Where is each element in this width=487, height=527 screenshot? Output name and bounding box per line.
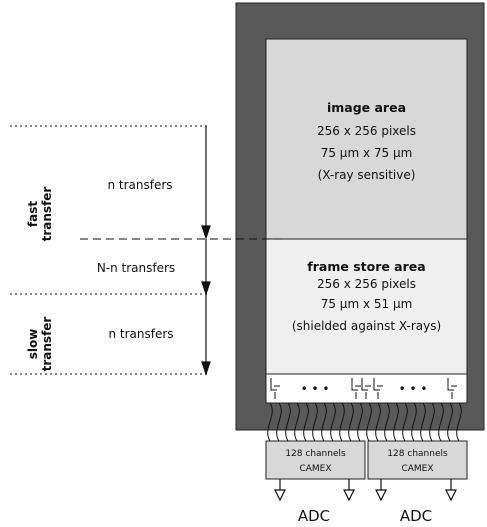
readout-node-icon — [361, 378, 371, 399]
transfer-label-top: n transfers — [107, 178, 172, 192]
image-area-title: image area — [327, 100, 406, 115]
adc-triangle-icon — [375, 489, 387, 502]
adc-triangle-icon — [274, 489, 286, 502]
bond-wire — [384, 402, 390, 442]
readout-register — [265, 373, 468, 404]
image-area — [265, 38, 468, 240]
fast-transfer-label: fast transfer — [26, 187, 54, 242]
bond-wire — [366, 402, 372, 442]
camex-right-name: CAMEX — [401, 464, 433, 474]
readout-node-icon — [447, 378, 457, 399]
bond-wire — [285, 402, 291, 442]
bond-wire — [420, 402, 426, 442]
readout-dots-right: • • • — [399, 382, 428, 396]
camex-box-left — [265, 440, 366, 480]
frame-store-pixels: 256 x 256 pixels — [317, 277, 416, 291]
bond-wire — [294, 402, 300, 442]
arrow-down-icon — [201, 281, 211, 296]
bond-wire — [357, 402, 363, 442]
readout-node-icon — [270, 378, 280, 399]
image-area-note: (X-ray sensitive) — [318, 168, 416, 182]
readout-amplifier-icons — [270, 378, 457, 399]
adc-label-left: ADC — [298, 507, 330, 525]
svg-text:fast: fast — [26, 201, 40, 227]
bond-wire — [402, 402, 408, 442]
readout-dots-left: • • • — [301, 382, 330, 396]
arrow-down-icon — [201, 361, 211, 376]
bond-wire — [276, 402, 282, 442]
image-area-pixels: 256 x 256 pixels — [317, 124, 416, 138]
frame-store-note: (shielded against X-rays) — [292, 319, 441, 333]
bond-wire — [429, 402, 435, 442]
bond-wires — [267, 402, 462, 442]
camex-left-name: CAMEX — [299, 464, 331, 474]
image-area-pixel-size: 75 µm x 75 µm — [321, 146, 413, 160]
svg-text:transfer: transfer — [40, 317, 54, 372]
transfer-label-middle: N-n transfers — [97, 261, 175, 275]
transfer-label-bottom: n transfers — [108, 327, 173, 341]
svg-text:transfer: transfer — [40, 187, 54, 242]
bond-wire — [312, 402, 318, 442]
frame-store-pixel-size: 75 µm x 51 µm — [321, 297, 413, 311]
frame-store-area — [265, 238, 468, 375]
bond-wire — [447, 402, 453, 442]
bond-wire — [330, 402, 336, 442]
camex-right-channels: 128 channels — [387, 449, 448, 459]
bond-wire — [411, 402, 417, 442]
bond-wire — [393, 402, 399, 442]
svg-text:slow: slow — [26, 329, 40, 360]
bond-wire — [321, 402, 327, 442]
readout-node-icon — [351, 378, 361, 399]
frame-store-title: frame store area — [307, 259, 425, 274]
camex-left-channels: 128 channels — [285, 449, 346, 459]
bond-wire — [267, 402, 273, 442]
bond-wire — [375, 402, 381, 442]
bond-wire — [348, 402, 354, 442]
arrow-down-icon — [201, 225, 211, 240]
bond-wire — [456, 402, 462, 442]
camex-box-right — [367, 440, 468, 480]
readout-node-icon — [373, 378, 383, 399]
adc-triangle-icon — [445, 489, 457, 502]
bond-wire — [339, 402, 345, 442]
bond-wire — [303, 402, 309, 442]
bond-wire — [438, 402, 444, 442]
adc-label-right: ADC — [400, 507, 432, 525]
slow-transfer-label: slow transfer — [26, 317, 54, 372]
adc-triangle-icon — [343, 489, 355, 502]
